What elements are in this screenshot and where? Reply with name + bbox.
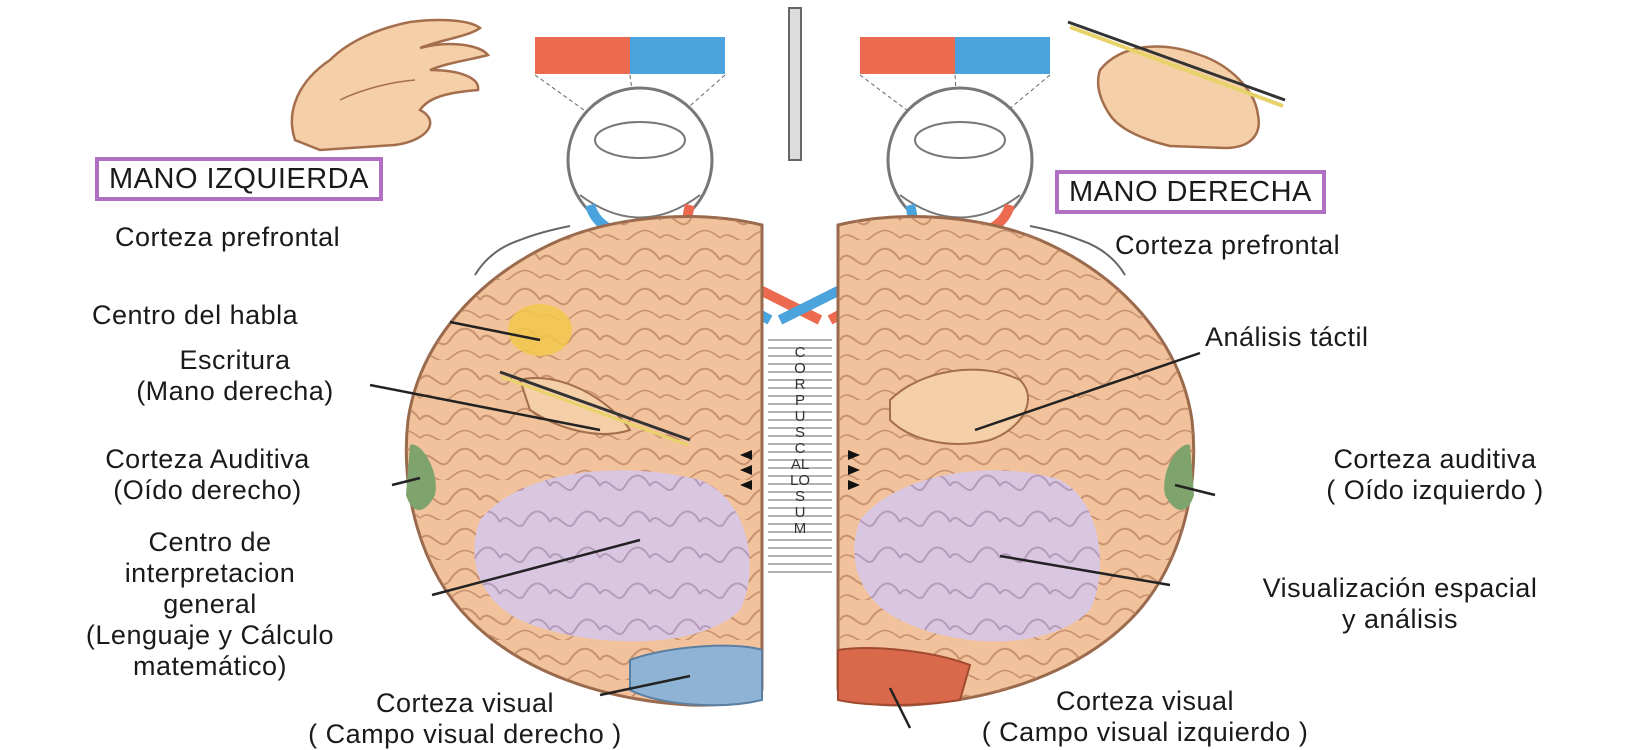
label-writing: Escritura (Mano derecha)	[90, 345, 380, 407]
label-right-visual-line-2: ( Campo visual izquierdo )	[930, 717, 1360, 748]
label-interpretation-line-4: (Lenguaje y Cálculo	[10, 620, 410, 651]
label-interpretation-line-3: general	[10, 589, 410, 620]
left-hand-box-label: MANO IZQUIERDA	[95, 157, 383, 201]
label-interpretation: Centro de interpretacion general (Lengua…	[10, 527, 410, 682]
label-left-auditory-line-2: (Oído derecho)	[30, 475, 385, 506]
label-right-prefrontal: Corteza prefrontal	[1115, 230, 1340, 261]
label-right-visual-line-1: Corteza visual	[930, 686, 1360, 717]
right-hand-box-label: MANO DERECHA	[1055, 170, 1326, 214]
left-hemisphere	[406, 217, 762, 706]
label-spatial: Visualización espacial y análisis	[1175, 573, 1625, 635]
left-hand-illustration	[292, 20, 488, 150]
label-spatial-line-2: y análisis	[1175, 604, 1625, 635]
label-left-visual: Corteza visual ( Campo visual derecho )	[255, 688, 675, 750]
label-right-auditory-line-1: Corteza auditiva	[1240, 444, 1630, 475]
label-writing-line-2: (Mano derecha)	[90, 376, 380, 407]
label-left-auditory-line-1: Corteza Auditiva	[30, 444, 385, 475]
label-left-visual-line-1: Corteza visual	[255, 688, 675, 719]
label-right-visual: Corteza visual ( Campo visual izquierdo …	[930, 686, 1360, 748]
label-left-prefrontal: Corteza prefrontal	[115, 222, 340, 253]
speech-center-area	[508, 304, 572, 356]
label-interpretation-line-2: interpretacion	[10, 558, 410, 589]
corpus-callosum-label: CORPUS CALLOSUM	[790, 345, 810, 537]
center-divider	[789, 8, 801, 160]
label-interpretation-line-5: matemático)	[10, 651, 410, 682]
label-left-auditory: Corteza Auditiva (Oído derecho)	[30, 444, 385, 506]
label-left-visual-line-2: ( Campo visual derecho )	[255, 719, 675, 750]
label-speech-center: Centro del habla	[92, 300, 298, 331]
label-writing-line-1: Escritura	[90, 345, 380, 376]
right-hemisphere	[838, 217, 1194, 706]
label-interpretation-line-1: Centro de	[10, 527, 410, 558]
label-right-auditory: Corteza auditiva ( Oído izquierdo )	[1240, 444, 1630, 506]
right-hand-illustration	[1068, 22, 1285, 148]
label-spatial-line-1: Visualización espacial	[1175, 573, 1625, 604]
label-right-auditory-line-2: ( Oído izquierdo )	[1240, 475, 1630, 506]
label-tactile: Análisis táctil	[1205, 322, 1369, 353]
